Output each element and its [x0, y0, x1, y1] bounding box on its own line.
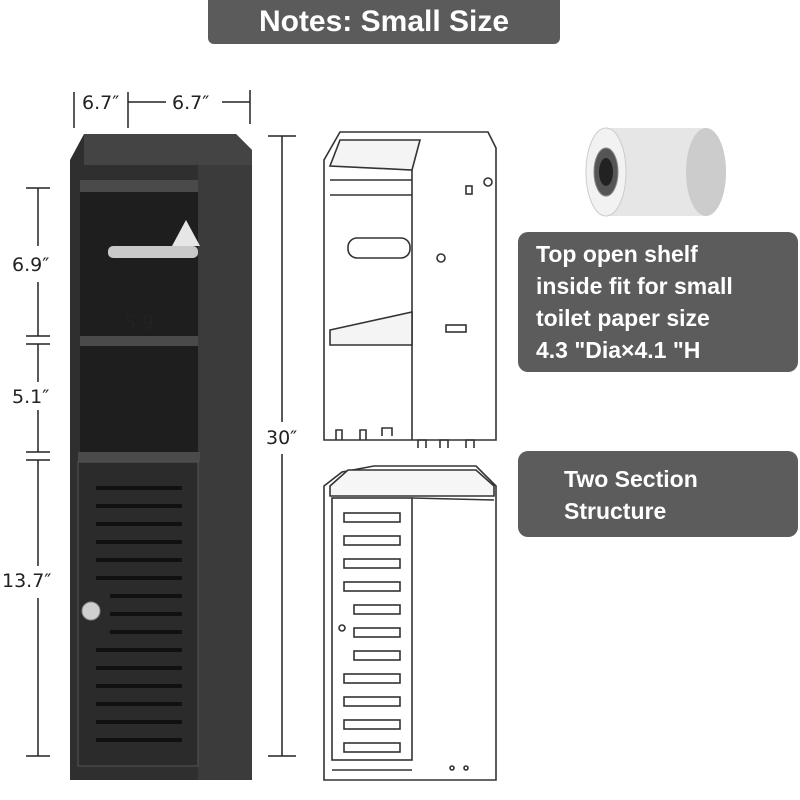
top-section-drawing [323, 131, 497, 448]
top-shelf-height-label: 6.9″ [12, 254, 50, 276]
total-height-label: 30″ [266, 427, 298, 449]
toilet-paper-roll-image [585, 127, 726, 217]
callout-line: toilet paper size [536, 305, 710, 331]
callout-line: Structure [564, 498, 667, 524]
shelf-width-label: 5.9″ [124, 312, 162, 334]
callout-line: Two Section [564, 466, 698, 492]
dimension-lines [26, 90, 296, 757]
callout-line: Top open shelf [536, 241, 698, 267]
cabinet-photo [70, 134, 252, 780]
structure-callout: Two Section Structure [518, 451, 798, 537]
width-dimension-label: 6.7″ [172, 92, 210, 114]
callout-line: inside fit for small [536, 273, 733, 299]
cabinet-height-label: 13.7″ [2, 570, 52, 592]
bottom-section-drawing [323, 465, 497, 781]
middle-shelf-height-label: 5.1″ [12, 386, 50, 408]
top-shelf-callout: Top open shelf inside fit for small toil… [518, 232, 798, 372]
callout-line: 4.3 "Dia×4.1 "H [536, 337, 701, 363]
title-banner: Notes: Small Size [208, 0, 560, 44]
depth-dimension-label: 6.7″ [82, 92, 120, 114]
page-title: Notes: Small Size [258, 5, 510, 38]
